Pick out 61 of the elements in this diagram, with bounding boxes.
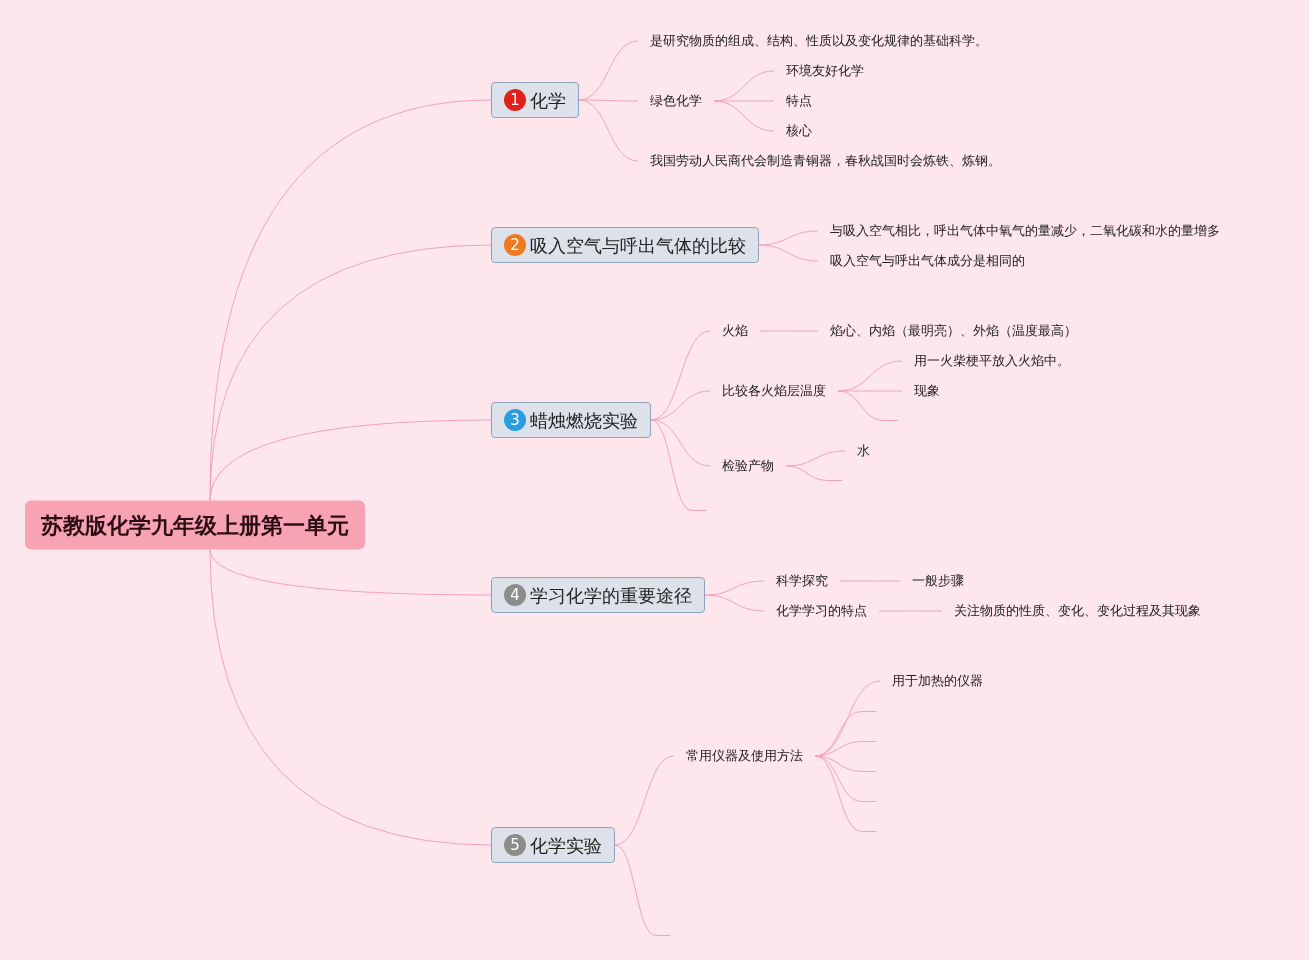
branch-text: 检验产物 (710, 457, 786, 475)
branch-text: 用一火柴梗平放入火焰中。 (902, 352, 1082, 370)
topic-box (491, 577, 705, 613)
branch-text: 关注物质的性质、变化、变化过程及其现象 (942, 602, 1213, 620)
branch-text: 现象 (902, 382, 952, 400)
root-topic: 苏教版化学九年级上册第一单元 (25, 500, 365, 550)
branch-line (650, 390, 711, 421)
topic-text: 蜡烛燃烧实验 (530, 408, 638, 433)
branch-text: 绿色化学 (638, 92, 714, 110)
branch-text: 火焰 (710, 322, 760, 340)
branch-line (209, 244, 492, 501)
branch-text: 核心 (774, 122, 824, 140)
branch-text: 焰心、内焰（最明亮）、外焰（温度最高） (818, 322, 1089, 340)
branch-text: 是研究物质的组成、结构、性质以及变化规律的基础科学。 (638, 32, 1000, 50)
branch-text: 常用仪器及使用方法 (674, 747, 815, 765)
branch-line (704, 594, 765, 612)
branch-text: 水 (845, 442, 882, 460)
branch-line (578, 99, 639, 162)
branch-text: 科学探究 (764, 572, 840, 590)
number-badge: 4 (504, 584, 526, 606)
branch-text: 我国劳动人民商代会制造青铜器，春秋战国时会炼铁、炼钢。 (638, 152, 1013, 170)
branch-line (814, 741, 863, 757)
branch-text: 吸入空气与呼出气体成分是相同的 (818, 252, 1037, 270)
branch-line (814, 755, 863, 772)
branch-line (814, 755, 863, 832)
topic-text: 吸入空气与呼出气体的比较 (530, 233, 746, 258)
branch-line (614, 755, 675, 846)
branch-line (759, 330, 819, 332)
topic-text: 化学实验 (530, 833, 602, 858)
branch-text: 环境友好化学 (774, 62, 876, 80)
branch-text: 特点 (774, 92, 824, 110)
branch-text: 用于加热的仪器 (880, 672, 995, 690)
branch-line (614, 844, 657, 936)
number-badge: 2 (504, 234, 526, 256)
branch-line (785, 450, 846, 467)
branch-line (704, 580, 765, 596)
number-badge: 5 (504, 834, 526, 856)
branch-line (713, 100, 775, 132)
topic-box (491, 82, 579, 118)
branch-line (839, 580, 901, 582)
branch-line (650, 419, 693, 511)
topic-text: 学习化学的重要途径 (530, 583, 692, 608)
number-badge: 3 (504, 409, 526, 431)
branch-line (785, 465, 829, 481)
branch-line (837, 390, 885, 421)
branch-line (878, 610, 943, 612)
topic-text: 化学 (530, 88, 566, 113)
branch-line (650, 419, 711, 467)
branch-line (209, 419, 492, 501)
branch-text: 化学学习的特点 (764, 602, 879, 620)
branch-line (758, 244, 819, 262)
number-badge: 1 (504, 89, 526, 111)
branch-text: 比较各火焰层温度 (710, 382, 838, 400)
branch-line (837, 390, 903, 392)
branch-line (578, 99, 639, 102)
topic-box (491, 227, 759, 263)
branch-text: 一般步骤 (900, 572, 976, 590)
topic-box (491, 402, 651, 438)
topic-box (491, 827, 615, 863)
branch-line (209, 549, 492, 846)
branch-text: 与吸入空气相比，呼出气体中氧气的量减少，二氧化碳和水的量增多 (818, 222, 1232, 240)
